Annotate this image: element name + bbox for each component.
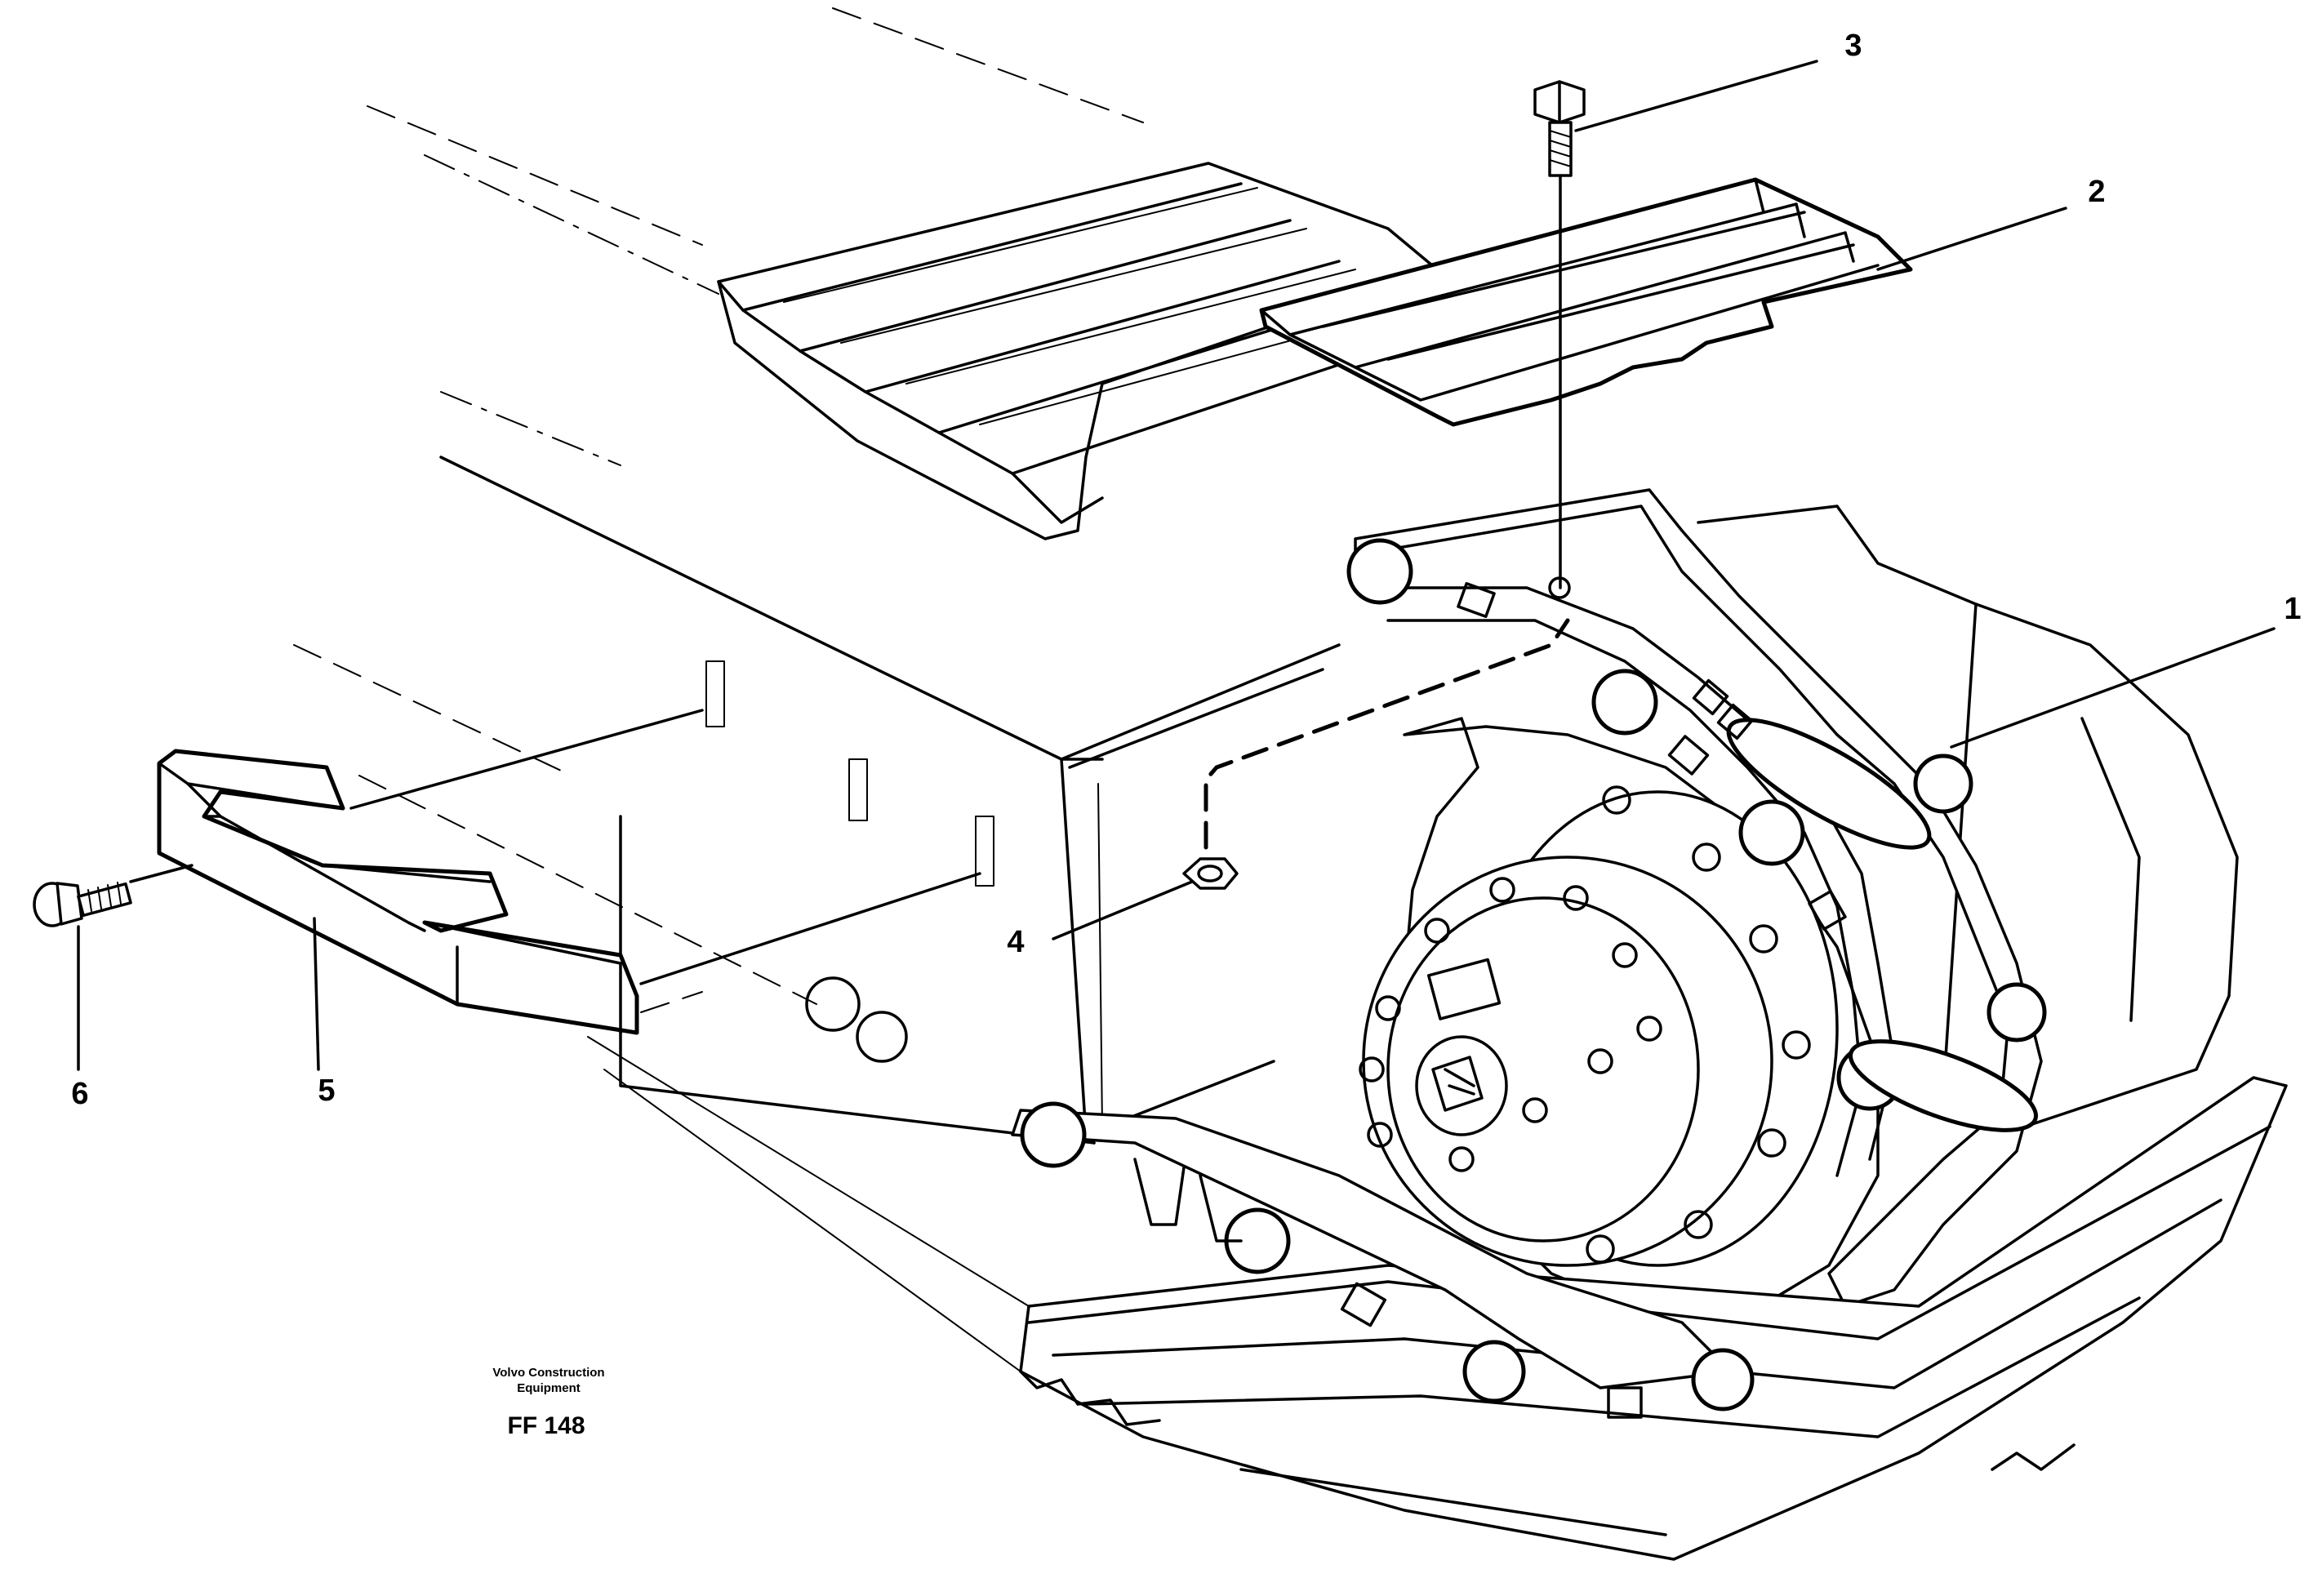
leader-lines <box>77 60 2276 1071</box>
callout-5: 5 <box>318 1074 335 1108</box>
center-lines <box>293 7 1144 1005</box>
callout-4: 4 <box>1007 925 1024 959</box>
upper-track-shoes <box>717 162 1439 540</box>
callout-2: 2 <box>2088 175 2105 209</box>
bolt-part-3 <box>1533 80 1586 589</box>
callout-6: 6 <box>71 1077 88 1111</box>
caption: Volvo Construction Equipment FF 148 <box>492 1366 604 1439</box>
caption-line-2: Equipment <box>517 1381 581 1395</box>
guard-bracket-part-5 <box>157 749 639 1035</box>
callout-3: 3 <box>1844 29 1862 63</box>
caption-line-1: Volvo Construction <box>492 1366 604 1380</box>
screw-part-6 <box>33 882 132 927</box>
track-chain <box>1346 488 2047 1308</box>
track-shoe-part-2 <box>1259 177 1913 427</box>
figure-code: FF 148 <box>507 1412 585 1439</box>
nut-part-4 <box>1182 618 1570 890</box>
final-drive-sprocket <box>1359 717 1880 1316</box>
callout-1: 1 <box>2284 592 2301 626</box>
lower-track <box>587 976 2288 1561</box>
